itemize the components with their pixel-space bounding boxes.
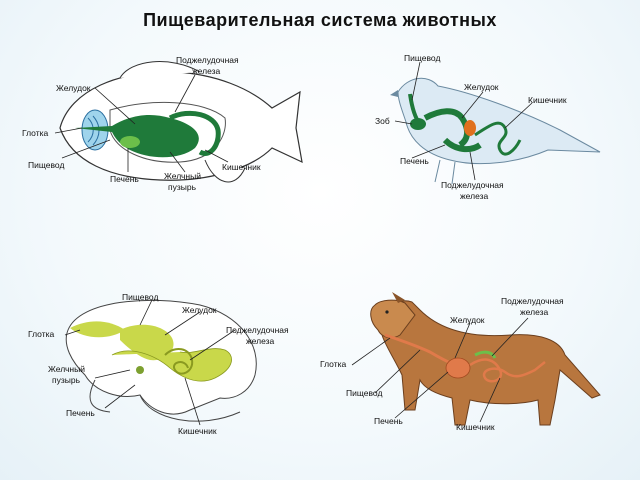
frog-gallbladder-label-2: пузырь [52, 375, 81, 385]
bird-crop-label: Зоб [375, 116, 390, 126]
frog-pancreas-label-2: железа [246, 336, 275, 346]
frog-figure: Пищевод Желудок Глотка Поджелудочная жел… [28, 292, 289, 436]
frog-pancreas-label: Поджелудочная [226, 325, 289, 335]
dog-stomach-label: Желудок [450, 315, 485, 325]
frog-stomach-label: Желудок [182, 305, 217, 315]
bird-pancreas-label: Поджелудочная [441, 180, 504, 190]
fish-pancreas-label: Поджелудочная [176, 55, 239, 65]
dog-liver-label: Печень [374, 416, 403, 426]
dog-pancreas-label-2: железа [520, 307, 549, 317]
frog-esophagus-label: Пищевод [122, 292, 158, 302]
bird-intestine-label: Кишечник [528, 95, 567, 105]
frog-gallbladder-label: Желчный [48, 364, 85, 374]
frog-liver-label: Печень [66, 408, 95, 418]
page-title: Пищеварительная система животных [143, 10, 497, 30]
bird-figure: Пищевод Желудок Кишечник Зоб Печень Подж… [375, 53, 601, 201]
fish-esophagus-label: Пищевод [28, 160, 64, 170]
dog-figure: Поджелудочная железа Желудок Глотка Пище… [320, 292, 601, 432]
fish-gallbladder-label-2: пузырь [168, 182, 197, 192]
fish-intestine-label: Кишечник [222, 162, 261, 172]
fish-pharynx-label: Глотка [22, 128, 49, 138]
dog-esophagus-label: Пищевод [346, 388, 382, 398]
frog-intestine-label: Кишечник [178, 426, 217, 436]
fish-gallbladder-label: Желчный [164, 171, 201, 181]
dog-pancreas-label: Поджелудочная [501, 296, 564, 306]
fish-stomach-label: Желудок [56, 83, 91, 93]
dog-intestine-label: Кишечник [456, 422, 495, 432]
fish-figure: Поджелудочная железа Желудок Глотка Пище… [22, 55, 303, 192]
fish-pancreas-label-2: железа [192, 66, 221, 76]
bird-stomach-label: Желудок [464, 82, 499, 92]
bird-liver-label: Печень [400, 156, 429, 166]
bird-pancreas-label-2: железа [460, 191, 489, 201]
dog-pharynx-label: Глотка [320, 359, 347, 369]
frog-pharynx-label: Глотка [28, 329, 55, 339]
bird-esophagus-label: Пищевод [404, 53, 440, 63]
fish-liver-label: Печень [110, 174, 139, 184]
